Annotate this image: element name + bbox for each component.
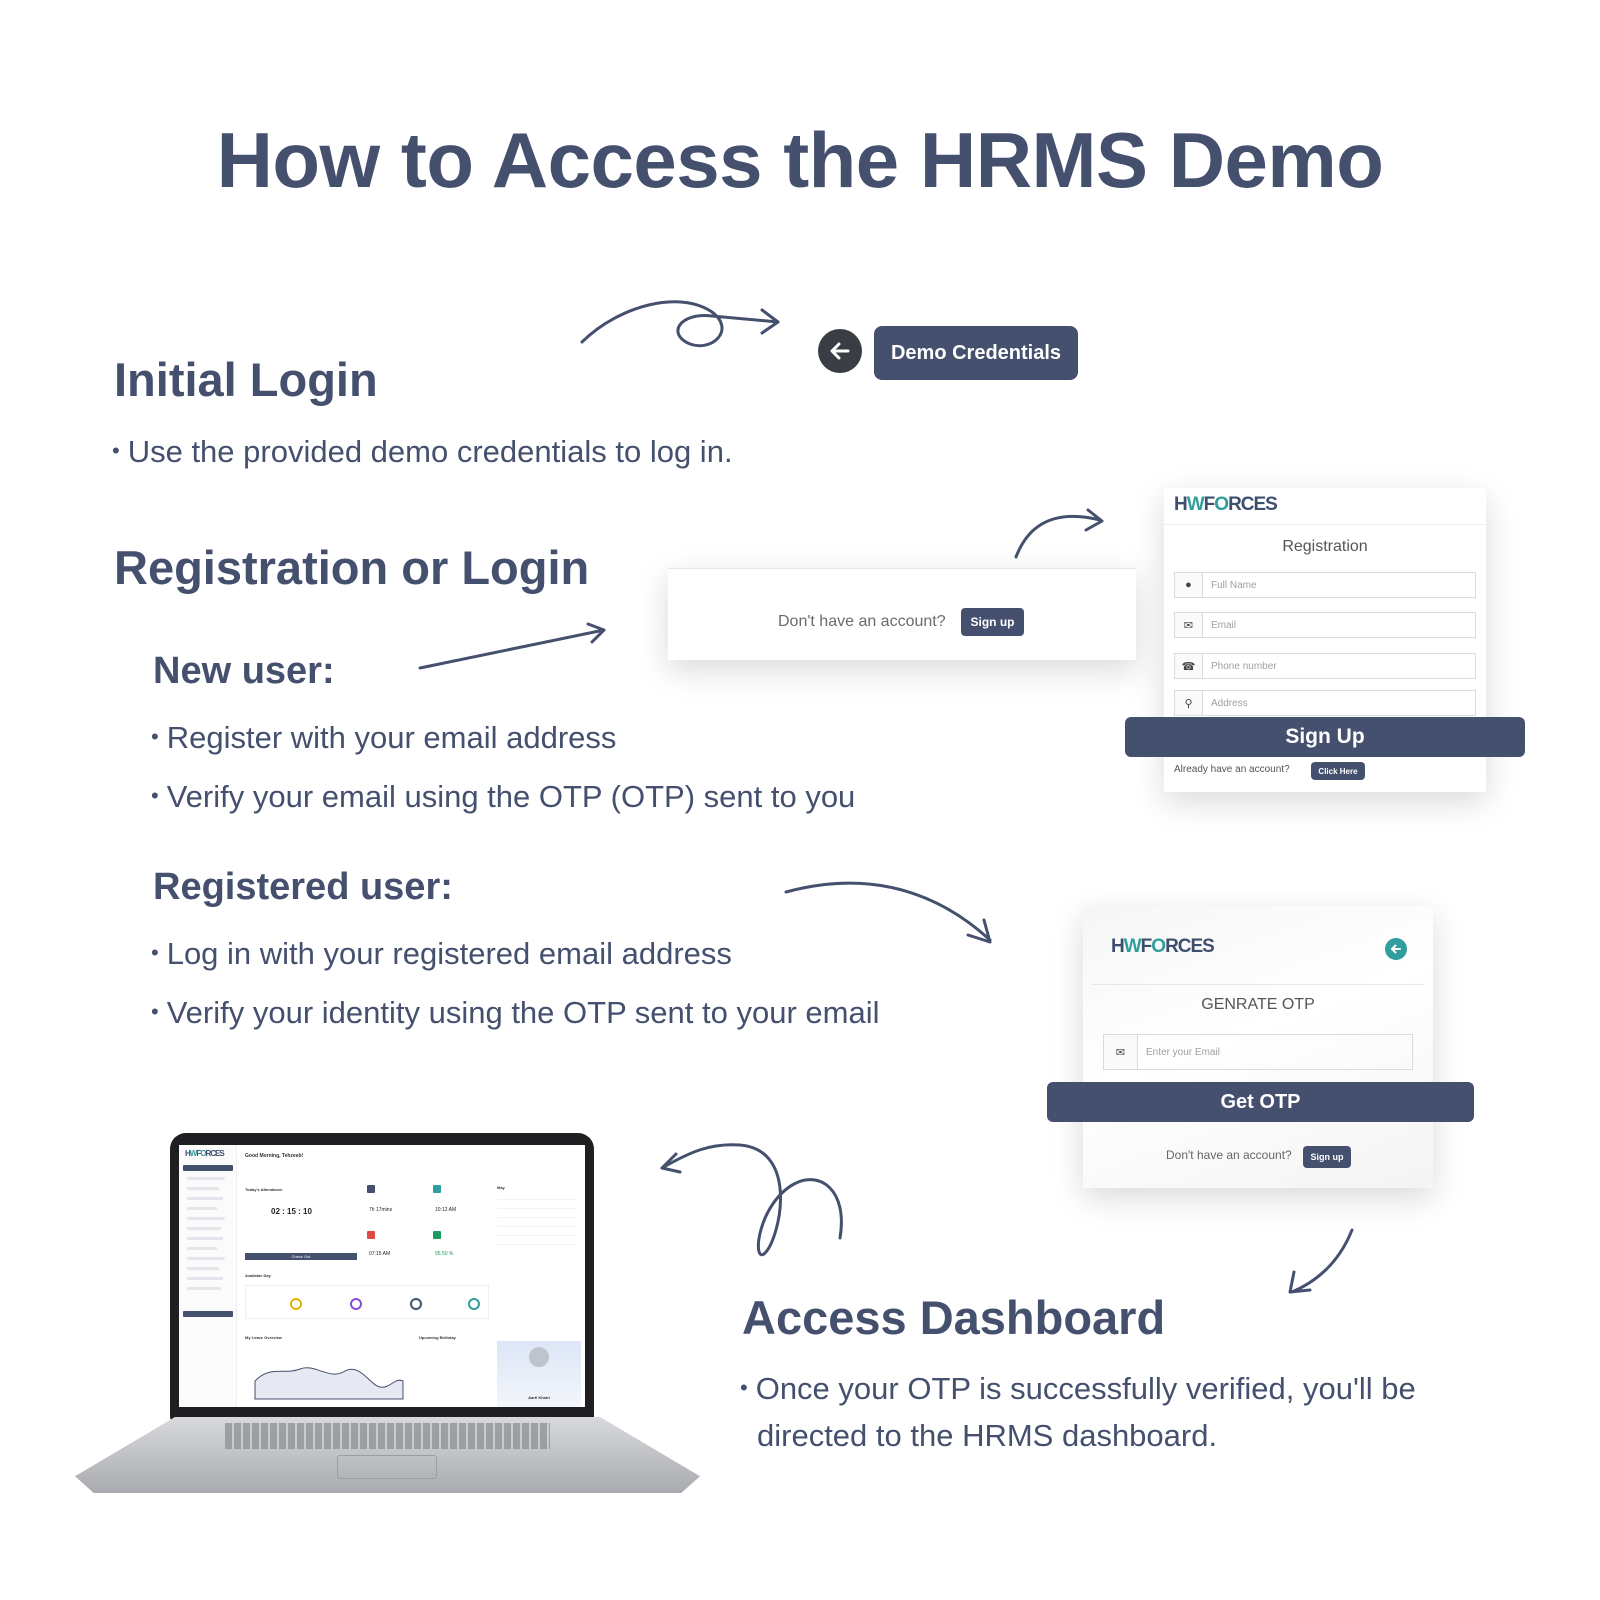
hforces-logo: HWFORCES [185,1149,225,1158]
leave-overview-label: My Leave Overview [245,1335,282,1340]
new-user-heading: New user: [153,650,335,692]
hforces-logo: HWFORCES [1111,936,1215,957]
birthday-card: Aarti Khatri [497,1341,581,1407]
phone-icon: ☎ [1175,654,1203,678]
avatar [529,1347,549,1367]
registered-user-bullet: •Verify your identity using the OTP sent… [151,995,880,1030]
laptop-dashboard-preview: HWFORCES Good Morning, Tehzeeb! Today's … [75,1133,700,1498]
signup-prompt: Don't have an account? [778,613,946,630]
sick-leave-ring [290,1298,302,1310]
arrow-to-access-dashboard-head [1288,1270,1312,1294]
arrow-to-signup-strip-head [586,622,606,644]
back-button[interactable] [818,329,862,373]
otp-signup-prompt: Don't have an account? [1166,1148,1292,1162]
dashboard-greeting: Good Morning, Tehzeeb! [245,1153,304,1159]
arrow-to-registration [1014,514,1102,559]
avg-checkin: 10:12 AM [435,1207,457,1213]
access-dashboard-heading: Access Dashboard [742,1291,1166,1344]
available-day-label: Available Day [245,1273,271,1278]
email-field[interactable]: ✉ Email [1174,612,1476,638]
full-name-field[interactable]: ● Full Name [1174,572,1476,598]
initial-login-bullet: •Use the provided demo credentials to lo… [112,434,733,469]
otp-email-field[interactable]: ✉ Enter your Email [1103,1034,1413,1070]
address-field[interactable]: ⚲ Address [1174,690,1476,716]
new-user-bullet: •Register with your email address [151,720,617,755]
upcoming-birthday-label: Upcoming Birthday [419,1335,456,1340]
arrow-to-otp [784,881,992,942]
registered-user-heading: Registered user: [153,866,453,908]
registration-heading: Registration or Login [114,541,590,594]
envelope-icon: ✉ [1175,613,1203,637]
initial-login-heading: Initial Login [114,353,378,406]
leave-cards [245,1285,489,1319]
birthday-name: Aarti Khatri [528,1395,550,1400]
envelope-icon: ✉ [1104,1035,1138,1069]
attendance-label: Today's Attendance [245,1187,283,1192]
otp-title: GENRATE OTP [1201,996,1315,1013]
signup-strip: Don't have an account? Sign up [668,568,1136,660]
arrow-to-access-dashboard [1290,1228,1354,1294]
dashboard-sidebar: HWFORCES [179,1145,237,1407]
click-here-button[interactable]: Click Here [1311,762,1365,780]
maternity-leave-ring [350,1298,362,1310]
back-button[interactable] [1385,938,1407,960]
access-dashboard-bullet: •Once your OTP is successfully verified,… [740,1371,1416,1406]
otp-card: HWFORCES GENRATE OTP ✉ Enter your Email … [1083,906,1433,1188]
loop-arrow-to-demo-head [760,308,780,335]
logout-icon [367,1231,375,1239]
loop-arrow-to-laptop-head [660,1152,682,1174]
laptop-bezel: HWFORCES Good Morning, Tehzeeb! Today's … [170,1133,594,1421]
signup-button[interactable]: Sign up [961,608,1024,636]
arrow-to-registration-head [1084,508,1104,532]
registration-title: Registration [1282,538,1368,555]
leave-overview-wave [254,1367,404,1400]
otp-signup-button[interactable]: Sign up [1303,1146,1351,1168]
calendar-month: May [497,1185,505,1190]
loop-arrow-to-demo [580,300,780,348]
location-pin-icon: ⚲ [1175,691,1203,715]
parental-leave-ring [468,1298,480,1310]
avg-hours: 7h 17mins [369,1207,393,1213]
check-icon [433,1231,441,1239]
loop-arrow-to-laptop [660,1143,843,1257]
avg-checkout: 07:15 AM [369,1251,391,1257]
arrow-left-icon [1391,944,1401,954]
clock-icon [367,1185,375,1193]
get-otp-button[interactable]: Get OTP [1047,1082,1474,1122]
user-icon: ● [1175,573,1203,597]
laptop-trackpad [337,1455,437,1479]
calendar-grid [497,1195,577,1253]
dashboard-screen: HWFORCES Good Morning, Tehzeeb! Today's … [179,1145,585,1407]
demo-credentials-button[interactable]: Demo Credentials [874,326,1078,380]
registered-user-bullet: •Log in with your registered email addre… [151,936,732,971]
laptop-keyboard [225,1423,550,1449]
arrow-to-signup-strip [418,628,606,670]
phone-field[interactable]: ☎ Phone number [1174,653,1476,679]
login-prompt: Already have an account? [1174,764,1290,775]
page-title: How to Access the HRMS Demo [216,116,1384,204]
check-out-button[interactable]: Check Out [245,1253,357,1260]
new-user-bullet: •Verify your email using the OTP (OTP) s… [151,779,856,814]
paternity-leave-ring [410,1298,422,1310]
sign-up-button[interactable]: Sign Up [1125,717,1525,757]
arrow-to-otp-head [966,918,992,944]
attendance-timer: 02 : 15 : 10 [271,1207,312,1216]
arrow-left-icon [830,342,850,360]
access-dashboard-bullet-continued: directed to the HRMS dashboard. [757,1418,1218,1453]
hforces-logo: HWFORCES [1174,494,1278,515]
login-icon [433,1185,441,1193]
on-time-percentage: 95.50 % [435,1251,454,1257]
